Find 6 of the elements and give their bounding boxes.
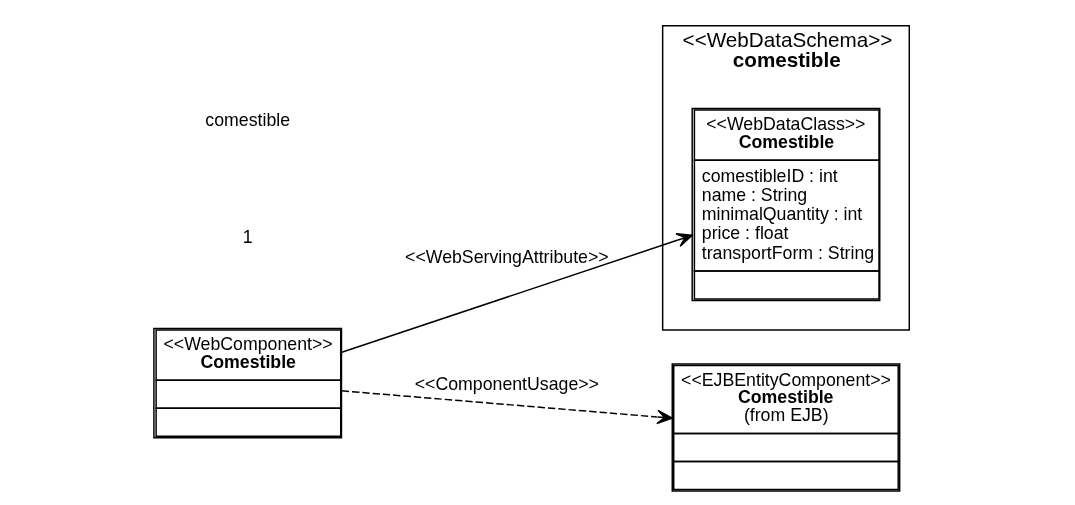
label: comestible: [205, 110, 291, 131]
label: 1: [242, 227, 253, 248]
arrow: [341, 233, 693, 353]
edge-label: <<WebServingAttribute>>: [405, 246, 609, 267]
arrow: [341, 390, 673, 425]
edge-label: <<ComponentUsage>>: [414, 373, 599, 394]
